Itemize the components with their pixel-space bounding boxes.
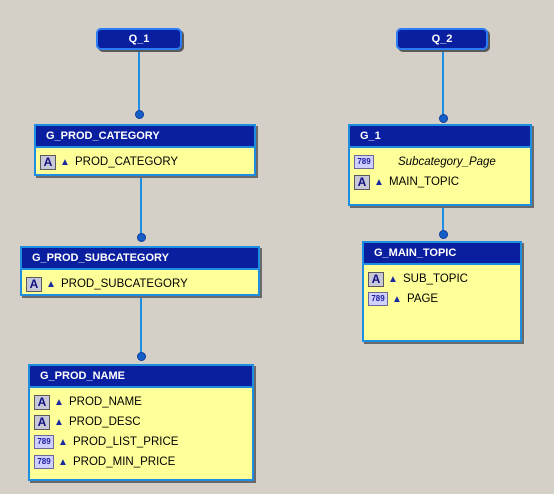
group-title[interactable]: G_PROD_SUBCATEGORY <box>22 248 258 270</box>
ascending-sort-icon: ▲ <box>58 436 68 448</box>
group-title[interactable]: G_PROD_CATEGORY <box>36 126 254 148</box>
column-main-topic[interactable]: A ▲ MAIN_TOPIC <box>354 172 526 192</box>
group-g-1[interactable]: G_1 789 Subcategory_Page A ▲ MAIN_TOPIC <box>348 124 532 206</box>
column-label: PROD_NAME <box>69 396 142 408</box>
column-label: PROD_MIN_PRICE <box>73 456 176 468</box>
link-line <box>442 204 444 234</box>
query-q2[interactable]: Q_2 <box>396 28 488 50</box>
number-icon: 789 <box>368 292 388 306</box>
column-sub-topic[interactable]: A ▲ SUB_TOPIC <box>368 269 516 289</box>
column-prod-list-price[interactable]: 789 ▲ PROD_LIST_PRICE <box>34 432 248 452</box>
column-label: PROD_LIST_PRICE <box>73 436 179 448</box>
group-g-main-topic[interactable]: G_MAIN_TOPIC A ▲ SUB_TOPIC 789 ▲ PAGE <box>362 241 522 342</box>
link-line <box>140 174 142 234</box>
character-icon: A <box>34 414 50 430</box>
column-label: Subcategory_Page <box>398 156 496 168</box>
character-icon: A <box>34 394 50 410</box>
character-icon: A <box>354 174 370 190</box>
column-prod-category[interactable]: A ▲ PROD_CATEGORY <box>40 152 250 172</box>
group-g-prod-name[interactable]: G_PROD_NAME A ▲ PROD_NAME A ▲ PROD_DESC … <box>28 364 254 481</box>
number-icon: 789 <box>354 155 374 169</box>
character-icon: A <box>40 154 56 170</box>
group-title[interactable]: G_MAIN_TOPIC <box>364 243 520 265</box>
query-q1[interactable]: Q_1 <box>96 28 182 50</box>
column-label: PROD_SUBCATEGORY <box>61 278 188 290</box>
column-label: MAIN_TOPIC <box>389 176 460 188</box>
column-prod-desc[interactable]: A ▲ PROD_DESC <box>34 412 248 432</box>
group-title[interactable]: G_PROD_NAME <box>30 366 252 388</box>
group-title[interactable]: G_1 <box>350 126 530 148</box>
link-endpoint <box>439 230 448 239</box>
character-icon: A <box>26 276 42 292</box>
group-g-prod-category[interactable]: G_PROD_CATEGORY A ▲ PROD_CATEGORY <box>34 124 256 176</box>
link-line <box>140 293 142 353</box>
column-page[interactable]: 789 ▲ PAGE <box>368 289 516 309</box>
column-prod-subcategory[interactable]: A ▲ PROD_SUBCATEGORY <box>26 274 254 294</box>
ascending-sort-icon: ▲ <box>392 293 402 305</box>
link-line <box>442 50 444 116</box>
column-prod-min-price[interactable]: 789 ▲ PROD_MIN_PRICE <box>34 452 248 472</box>
ascending-sort-icon: ▲ <box>54 396 64 408</box>
link-endpoint <box>137 352 146 361</box>
ascending-sort-icon: ▲ <box>388 273 398 285</box>
column-label: PAGE <box>407 293 439 305</box>
character-icon: A <box>368 271 384 287</box>
ascending-sort-icon: ▲ <box>54 416 64 428</box>
number-icon: 789 <box>34 455 54 469</box>
group-g-prod-subcategory[interactable]: G_PROD_SUBCATEGORY A ▲ PROD_SUBCATEGORY <box>20 246 260 296</box>
column-label: SUB_TOPIC <box>403 273 468 285</box>
link-endpoint <box>135 110 144 119</box>
column-prod-name[interactable]: A ▲ PROD_NAME <box>34 392 248 412</box>
ascending-sort-icon: ▲ <box>46 278 56 290</box>
ascending-sort-icon: ▲ <box>58 456 68 468</box>
column-label: PROD_DESC <box>69 416 141 428</box>
link-line <box>138 50 140 114</box>
link-endpoint <box>439 114 448 123</box>
link-endpoint <box>137 233 146 242</box>
number-icon: 789 <box>34 435 54 449</box>
ascending-sort-icon: ▲ <box>374 176 384 188</box>
column-label: PROD_CATEGORY <box>75 156 179 168</box>
ascending-sort-icon: ▲ <box>60 156 70 168</box>
formula-subcategory-page[interactable]: 789 Subcategory_Page <box>354 152 526 172</box>
